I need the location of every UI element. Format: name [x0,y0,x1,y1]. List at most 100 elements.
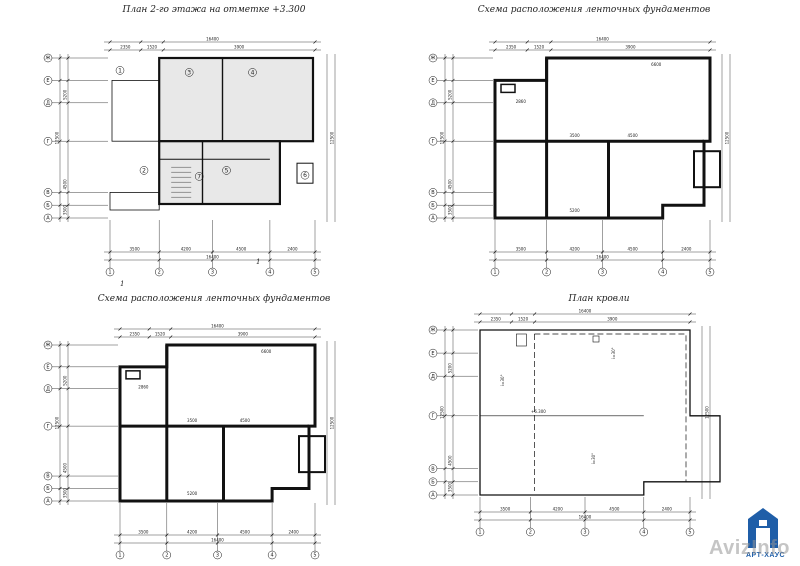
axis-bubble [43,471,53,481]
dimension-tick [108,40,112,44]
axis-bubble [685,527,695,537]
dimension-text: 16400 [596,255,609,260]
axis-bubble [428,53,438,63]
dimension-text: 5200 [569,208,580,213]
axis-bubble [428,477,438,487]
dimension-tick [688,320,692,324]
axis-label-vertical: 1 [493,270,496,276]
logo-label: АРТ-ХАУС [746,552,786,559]
dimension-tick [66,203,70,207]
dimension-tick [313,48,317,52]
dimension-tick [215,541,220,545]
axis-bubble [639,527,649,537]
section-mark-right: 1 [256,258,261,266]
axis-bubble [43,53,53,63]
dimension-text: 2350 [506,45,517,50]
dimension-text: 12500 [705,406,710,419]
axis-bubble [310,267,320,277]
axis-label-horizontal: Б [46,203,50,209]
dimension-tick [58,56,62,60]
axis-label-vertical: 5 [313,553,316,559]
dimension-tick [493,40,497,44]
strip-footing-outer [118,343,317,503]
dimension-tick [451,101,455,105]
axis-bubble [213,550,222,560]
dimension-tick [544,250,549,254]
pit-footing [125,370,141,380]
dimension-text: 5200 [63,89,68,100]
foundation-scheme-title-bottom: Схема расположения ленточных фундаментов [97,294,331,304]
axis-label-horizontal: Б [431,203,435,209]
dimension-tick [58,474,62,478]
axis-bubble [43,98,53,108]
dimension-text: 3900 [625,45,636,50]
room-number: 2 [142,167,146,174]
axis-label-horizontal: Е [431,78,434,84]
axis-label-vertical: 3 [211,270,214,276]
dimension-tick [493,48,497,52]
axis-bubble [43,340,53,350]
axis-label-horizontal: Ж [430,56,436,62]
dimension-tick [525,40,529,44]
dimension-tick [443,351,447,355]
dimension-tick [118,533,122,537]
axis-label-vertical: 1 [478,530,481,536]
axis-label-horizontal: Д [431,101,435,107]
dimension-text: 1520 [155,332,166,337]
dimension-tick [165,541,169,545]
dimension-tick [58,101,62,105]
axis-bubble [428,371,438,381]
dimension-tick [108,258,112,262]
room-number-bubble [184,68,194,77]
axis-label-horizontal: Е [46,78,49,84]
dimension-tick [451,480,455,484]
axis-bubble [598,267,607,277]
axis-label-horizontal: Ж [45,343,51,349]
dimension-tick [443,493,447,497]
dimension-tick [443,78,447,83]
dimension-text: 3900 [238,332,249,337]
dimension-text: 3500 [448,204,453,215]
axis-bubble [162,550,172,560]
axis-bubble [43,484,53,493]
dimension-tick [532,320,537,324]
dimension-text: 4500 [448,455,453,466]
axis-label-horizontal: Е [431,351,434,357]
floor2-plan-title: План 2-го этажа на отметке +3.300 [122,5,306,15]
axis-bubble [542,267,551,277]
dimension-text: 4500 [628,247,639,252]
dimension-text: 2350 [491,317,502,322]
dimension-tick [313,541,317,545]
dimension-text: 16400 [211,324,224,329]
dimension-text: 3500 [63,487,68,498]
dimension-tick [66,424,70,428]
dimension-tick [708,258,712,262]
axis-label-vertical: 3 [216,553,219,559]
dimension-tick [58,365,62,369]
dimension-text: 3500 [500,507,511,512]
axis-bubble [428,200,438,210]
axis-label-horizontal: Д [431,374,435,380]
dimension-text: 4500 [236,247,247,252]
dimension-tick [66,78,70,83]
axis-bubble [105,267,115,277]
axis-label-horizontal: Г [431,414,434,420]
axis-label-horizontal: Д [46,101,50,107]
dimension-text: 3900 [607,317,618,322]
dimension-text: 2350 [130,332,141,337]
axis-bubble [43,421,53,431]
dimension-tick [451,203,455,207]
dimension-tick [525,48,529,52]
skylight-outline [516,333,527,347]
dimension-tick [168,335,173,339]
dimension-tick [451,493,455,497]
dimension-tick [66,474,70,478]
dimension-tick [451,351,455,355]
dimension-text: 4500 [240,418,251,423]
axis-label-vertical: 2 [545,270,548,276]
axis-label-horizontal: Б [46,486,50,492]
dimension-text: 3500 [448,481,453,492]
dimension-tick [451,328,455,332]
dimension-tick [118,327,122,331]
